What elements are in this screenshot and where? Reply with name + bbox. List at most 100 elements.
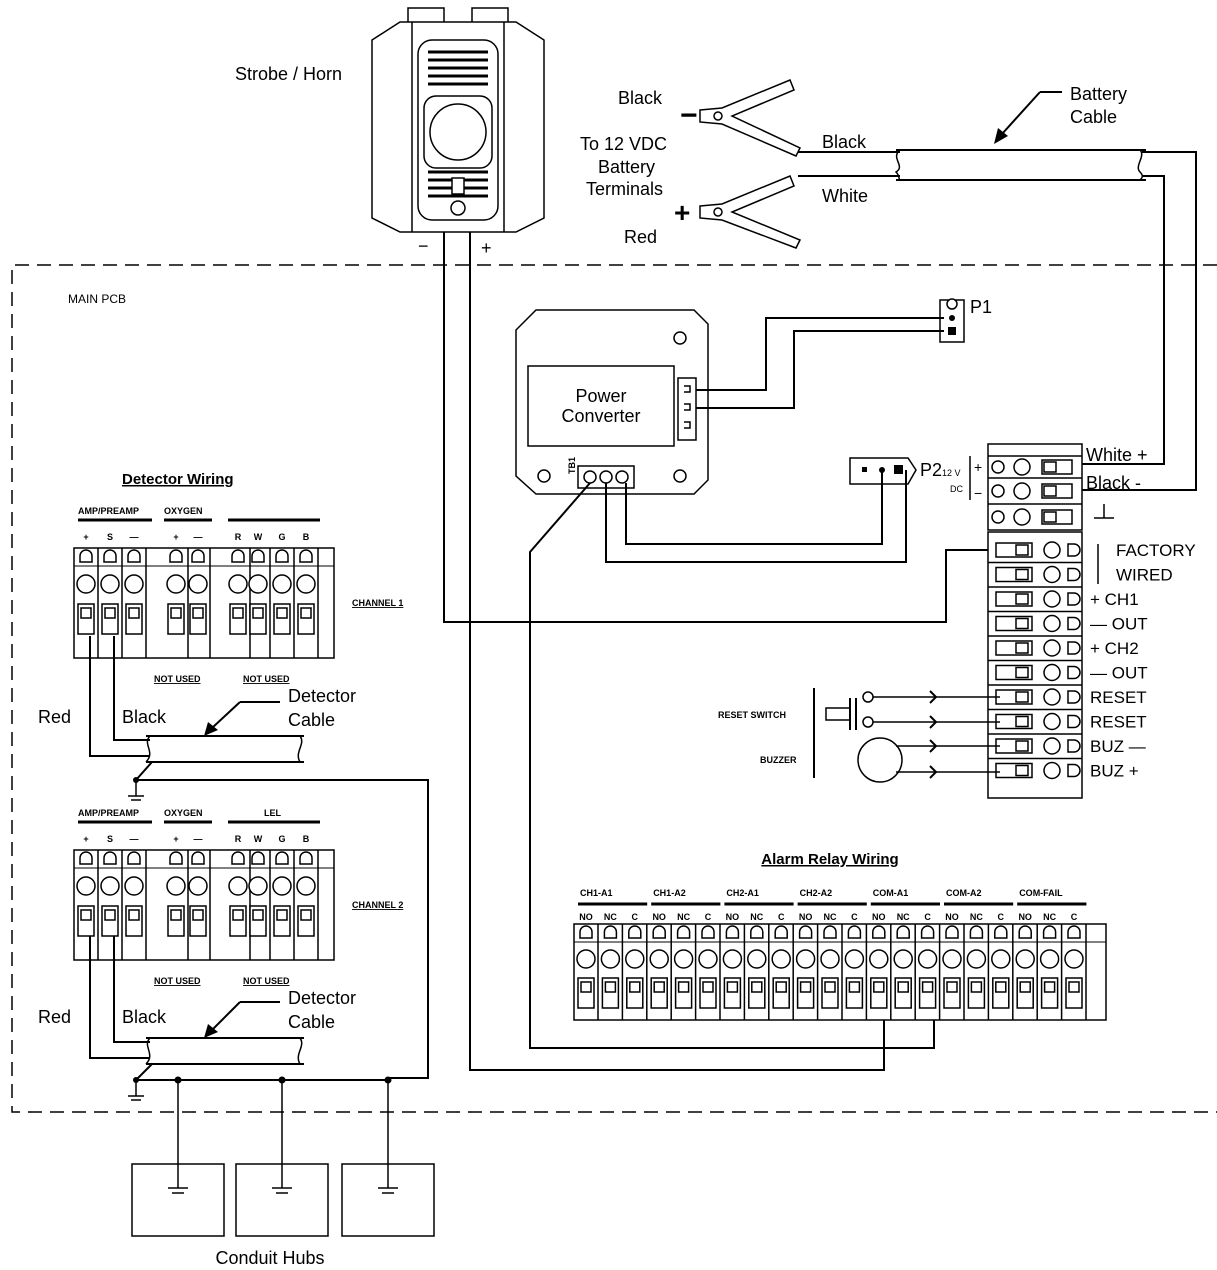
strobe-horn	[371, 7, 545, 233]
terminal-row-label: WIRED	[1116, 566, 1173, 585]
relay-pin-label: C	[998, 912, 1005, 922]
battery-cable	[894, 149, 1146, 181]
terminal-row	[995, 541, 1081, 559]
ch2-cable-label-2: Cable	[288, 1012, 335, 1032]
pin-label: B	[303, 834, 310, 844]
power-converter-line1: Power	[575, 386, 626, 406]
relay-group-label: COM-A2	[946, 888, 982, 898]
alarm-relay-title: Alarm Relay Wiring	[761, 851, 898, 868]
pin-label: B	[303, 532, 310, 542]
strobe-plus-wire	[469, 232, 885, 1071]
pin-label: R	[235, 834, 242, 844]
relay-pin-label: C	[851, 912, 858, 922]
relay-pin-label: NC	[604, 912, 617, 922]
pin-label: +	[83, 834, 88, 844]
battery-clamp-red	[699, 175, 802, 249]
reset-switch-label: RESET SWITCH	[718, 710, 786, 720]
battery-to-label-2: Battery	[598, 157, 655, 177]
relay-pin-label: C	[1071, 912, 1078, 922]
battery-wire-white-label: White	[822, 186, 868, 206]
not-used-label: NOT USED	[154, 976, 201, 986]
pin-label: G	[278, 532, 285, 542]
relay-group-label: COM-A1	[873, 888, 909, 898]
relay-group-label: COM-FAIL	[1019, 888, 1063, 898]
power-terminal-row	[991, 482, 1073, 500]
ch1-shield-wire	[133, 761, 429, 1079]
tb1-label: TB1	[567, 457, 577, 474]
relay-pin-label: C	[924, 912, 931, 922]
relay-pin-label: NC	[897, 912, 910, 922]
ground-bus	[133, 1063, 390, 1081]
relay-pin-label: NC	[750, 912, 763, 922]
relay-pin-label: NC	[677, 912, 690, 922]
relay-group-label: CH2-A1	[726, 888, 759, 898]
battery-white-to-terminal	[1082, 175, 1165, 465]
power-black-minus-label: Black -	[1086, 473, 1141, 493]
pin-label: W	[254, 834, 263, 844]
group-oxygen-label: OXYGEN	[164, 506, 203, 516]
wire-arrow	[929, 765, 938, 779]
main-pcb-label: MAIN PCB	[68, 292, 126, 306]
terminal-row-label: RESET	[1090, 713, 1147, 732]
terminal-row	[988, 757, 1082, 780]
power-terminal-row	[991, 508, 1073, 526]
channel1-label: CHANNEL 1	[352, 598, 403, 608]
pin-label: W	[254, 532, 263, 542]
battery-to-label-1: To 12 VDC	[580, 134, 667, 154]
ch1-cable-label-2: Cable	[288, 710, 335, 730]
relay-pin-label: NO	[799, 912, 813, 922]
terminal-row-label: FACTORY	[1116, 541, 1196, 560]
battery-minus-sign: −	[680, 99, 698, 132]
battery-red-label: Red	[624, 227, 657, 247]
p2-plus: +	[974, 459, 982, 475]
relay-pin-label: C	[778, 912, 785, 922]
relay-pin-label: NO	[1018, 912, 1032, 922]
not-used-label: NOT USED	[243, 674, 290, 684]
terminal-row	[988, 708, 1082, 731]
group-amp-label: AMP/PREAMP	[78, 808, 139, 818]
terminal-row-label: BUZ +	[1090, 762, 1139, 781]
relay-pin-label: NO	[726, 912, 740, 922]
pin-label: +	[173, 532, 178, 542]
power-white-plus-label: White +	[1086, 445, 1148, 465]
p2-dc: DC	[950, 484, 963, 494]
pin-label: +	[83, 532, 88, 542]
ch2-cable-label-1: Detector	[288, 988, 356, 1008]
channel2-label: CHANNEL 2	[352, 900, 403, 910]
p2-label: P2	[920, 460, 942, 480]
p1-connector	[939, 298, 965, 343]
ch1-red-label: Red	[38, 707, 71, 727]
terminal-row	[988, 659, 1082, 682]
relay-pin-label: NC	[824, 912, 837, 922]
p1-label: P1	[970, 297, 992, 317]
detector-cable-1	[145, 735, 304, 763]
power-converter-line2: Converter	[561, 406, 640, 426]
terminal-row	[988, 610, 1082, 633]
relay-group-label: CH2-A2	[800, 888, 833, 898]
ch2-black-label: Black	[122, 1007, 167, 1027]
battery-cable-label-2: Cable	[1070, 107, 1117, 127]
relay-pin-label: NC	[970, 912, 983, 922]
relay-group-label: CH1-A1	[580, 888, 613, 898]
group-amp-label: AMP/PREAMP	[78, 506, 139, 516]
terminal-row	[988, 635, 1082, 657]
main-pcb-border	[11, 264, 1217, 1113]
detector-cable-2	[145, 1037, 304, 1065]
relay-pin-label: NO	[945, 912, 959, 922]
terminal-row	[988, 733, 1082, 755]
p2-12v: 12 V	[942, 468, 961, 478]
terminal-row	[988, 561, 1082, 584]
strobe-plus: +	[481, 238, 492, 258]
ch1-black-label: Black	[122, 707, 167, 727]
p2-minus: −	[974, 485, 982, 501]
conduit-hubs-label: Conduit Hubs	[215, 1248, 324, 1268]
conduit-hub	[341, 1080, 435, 1237]
relay-group-label: CH1-A2	[653, 888, 686, 898]
tb1-to-com-a1	[529, 482, 935, 1049]
ch2-red-label: Red	[38, 1007, 71, 1027]
pin-label: —	[130, 834, 139, 844]
not-used-label: NOT USED	[243, 976, 290, 986]
battery-clamp-black	[699, 79, 802, 157]
detector-wiring-title: Detector Wiring	[122, 471, 234, 488]
buzzer-label: BUZZER	[760, 755, 797, 765]
